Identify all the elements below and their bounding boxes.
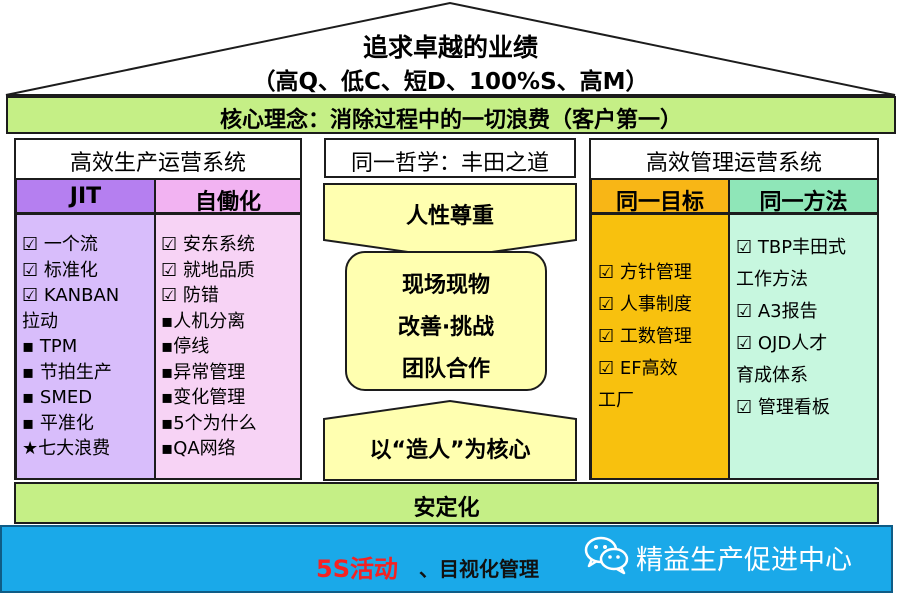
- core-concept-band: 核心理念：消除过程中的一切浪费（客户第一）: [6, 96, 896, 134]
- same-goal-list: ☑ 方针管理 ☑ 人事制度 ☑ 工数管理 ☑ EF高效 工厂: [598, 257, 692, 417]
- list-item: ☑ 安东系统: [161, 234, 255, 255]
- list-item: ▪停线: [161, 336, 210, 357]
- list-item: 育成体系: [736, 365, 808, 386]
- left-pillar-title: 高效生产运营系统: [69, 151, 246, 176]
- list-item: ☑ 方针管理: [598, 262, 692, 283]
- list-item: ☑ 防错: [161, 285, 219, 306]
- bottom-arrow-shape: [323, 399, 577, 481]
- visual-management-text: 、目视化管理: [419, 557, 539, 581]
- same-goal-list-box: ☑ 方针管理 ☑ 人事制度 ☑ 工数管理 ☑ EF高效 工厂: [590, 213, 730, 480]
- jidoka-header-text: 自働化: [194, 190, 261, 215]
- jidoka-list-box: ☑ 安东系统 ☑ 就地品质 ☑ 防错 ▪人机分离 ▪停线 ▪异常管理 ▪变化管理…: [154, 213, 302, 480]
- middle-title: 同一哲学：丰田之道: [350, 151, 549, 176]
- 5s-activity-text: 5S活动: [316, 555, 398, 583]
- same-method-list-box: ☑ TBP丰田式 工作方法 ☑ A3报告 ☑ OJD人才 育成体系 ☑ 管理看板: [728, 213, 879, 480]
- list-item: ▪5个为什么: [161, 412, 257, 434]
- middle-title-box: 同一哲学：丰田之道: [324, 138, 576, 178]
- list-item: ▪QA网络: [161, 438, 236, 459]
- wechat-icon: [584, 536, 629, 575]
- core-concept-text: 核心理念：消除过程中的一切浪费（客户第一）: [219, 108, 682, 133]
- list-item: ☑ 工数管理: [598, 326, 692, 347]
- list-item: ▪变化管理: [161, 387, 246, 408]
- same-method-header: 同一方法: [728, 178, 879, 215]
- list-item: ▪ 节拍生产: [22, 361, 112, 383]
- same-method-list: ☑ TBP丰田式 工作方法 ☑ A3报告 ☑ OJD人才 育成体系 ☑ 管理看板: [736, 232, 846, 424]
- list-item: ▪ SMED: [22, 387, 93, 408]
- list-item: 工作方法: [736, 269, 808, 290]
- jit-header-text: JIT: [69, 184, 102, 209]
- roof-shape: [5, 1, 896, 96]
- list-item: ☑ EF高效: [598, 358, 678, 379]
- list-item: ☑ 标准化: [22, 259, 98, 281]
- middle-core-box: 现场现物 改善·挑战 团队合作: [345, 251, 547, 391]
- list-item: ☑ 人事制度: [598, 294, 692, 315]
- roof-subtitle: （高Q、低C、短D、100%S、高M）: [252, 69, 649, 95]
- list-item: ☑ 就地品质: [161, 259, 255, 281]
- people-development-text: 以“造人”为核心: [369, 438, 531, 463]
- list-item: ▪ TPM: [22, 336, 78, 357]
- list-item: ☑ A3报告: [736, 301, 818, 322]
- list-item: 工厂: [598, 390, 634, 411]
- top-arrow-shape: [323, 183, 577, 260]
- jidoka-header: 自働化: [154, 178, 302, 215]
- list-item: ▪人机分离: [161, 310, 246, 332]
- list-item: ☑ 一个流: [22, 234, 98, 255]
- list-item: ☑ KANBAN: [22, 285, 120, 306]
- list-item: 拉动: [22, 310, 58, 332]
- foundation-band: [0, 525, 893, 593]
- same-goal-header-text: 同一目标: [615, 190, 704, 215]
- list-item: ☑ OJD人才: [736, 333, 828, 354]
- jit-list: ☑ 一个流 ☑ 标准化 ☑ KANBAN 拉动 ▪ TPM ▪ 节拍生产 ▪ S…: [22, 232, 119, 462]
- wechat-account-name: 精益生产促进中心: [636, 545, 852, 576]
- stability-band: 安定化: [14, 482, 879, 524]
- respect-for-people-text: 人性尊重: [405, 204, 494, 229]
- same-goal-header: 同一目标: [590, 178, 730, 215]
- middle-line: 现场现物: [401, 273, 490, 298]
- list-item: ★七大浪费: [22, 438, 111, 459]
- stability-text: 安定化: [413, 496, 480, 521]
- list-item: ☑ TBP丰田式: [736, 237, 847, 258]
- roof-title: 追求卓越的业绩: [362, 33, 538, 62]
- list-item: ▪异常管理: [161, 361, 246, 383]
- list-item: ☑ 管理看板: [736, 397, 830, 418]
- middle-line: 改善·挑战: [397, 315, 495, 340]
- jidoka-list: ☑ 安东系统 ☑ 就地品质 ☑ 防错 ▪人机分离 ▪停线 ▪异常管理 ▪变化管理…: [161, 232, 257, 462]
- right-pillar-title: 高效管理运营系统: [645, 151, 822, 176]
- list-item: ▪ 平准化: [22, 412, 94, 434]
- middle-line: 团队合作: [401, 357, 490, 382]
- same-method-header-text: 同一方法: [759, 190, 848, 215]
